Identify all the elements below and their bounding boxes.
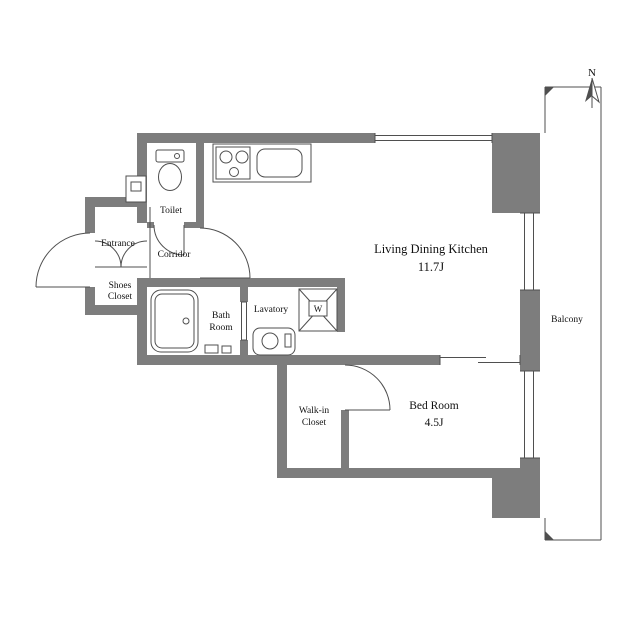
washbasin-icon bbox=[252, 327, 296, 356]
room-label-bath-2: Room bbox=[209, 323, 233, 333]
burner-icon bbox=[235, 150, 249, 164]
burner-icon bbox=[229, 167, 239, 177]
north-arrow-right-half bbox=[591, 77, 600, 104]
room-label-balcony: Balcony bbox=[551, 315, 583, 325]
toilet-icon bbox=[155, 149, 185, 191]
wall-left-above-door bbox=[85, 197, 95, 233]
bathtub-inner bbox=[154, 293, 195, 349]
room-label-walkin-1: Walk-in bbox=[299, 406, 330, 416]
north-label: N bbox=[588, 67, 596, 79]
wall-top bbox=[137, 133, 375, 143]
wall-walkin-left bbox=[277, 355, 287, 478]
entrance-door bbox=[35, 232, 91, 288]
north-arrow-left-half bbox=[585, 78, 592, 102]
room-label-ldk-size: 11.7J bbox=[418, 260, 444, 274]
north-arrow: N bbox=[585, 67, 600, 108]
bathtub-drain bbox=[182, 317, 190, 325]
washing-machine-icon: W bbox=[298, 288, 338, 332]
walkin-closet-door bbox=[344, 364, 391, 411]
room-label-shoes-closet-1: Shoes bbox=[109, 281, 132, 291]
room-label-shoes-closet-2: Closet bbox=[108, 292, 133, 302]
wall-toilet-right bbox=[196, 133, 204, 228]
corridor-ldk-door bbox=[199, 227, 251, 279]
room-label-bath-1: Bath bbox=[212, 311, 230, 321]
bathtub-icon bbox=[150, 289, 232, 354]
bath-door bbox=[241, 301, 247, 341]
wall-right-mid bbox=[520, 290, 540, 371]
shoes-closet-doors bbox=[94, 240, 148, 268]
wall-top-right-block bbox=[492, 133, 540, 213]
window-bedroom-right bbox=[520, 370, 540, 459]
toilet-tank bbox=[155, 149, 185, 163]
wall-bath-left bbox=[137, 278, 147, 365]
room-label-entrance: Entrance bbox=[101, 239, 135, 249]
balcony: Balcony bbox=[544, 86, 602, 541]
meter-box-inner bbox=[130, 181, 142, 192]
bathtub-outer bbox=[150, 289, 199, 353]
wall-mid-divider bbox=[137, 355, 440, 365]
toilet-bowl bbox=[158, 163, 182, 191]
wall-walkin-right-lower bbox=[341, 410, 349, 468]
wall-bath-lav-top bbox=[147, 278, 345, 287]
kitchen-counter-icon bbox=[212, 143, 312, 183]
wall-bath-doorstub-top bbox=[240, 287, 248, 302]
room-label-bedroom: Bed Room bbox=[409, 400, 459, 412]
room-label-corridor: Corridor bbox=[158, 250, 192, 260]
washer-label: W bbox=[314, 304, 323, 314]
wall-lav-right bbox=[337, 287, 345, 332]
room-label-toilet: Toilet bbox=[160, 206, 182, 216]
sliding-door-ldk-bedroom bbox=[439, 355, 521, 365]
washbasin-bowl bbox=[261, 332, 279, 350]
balcony-outline bbox=[544, 86, 602, 541]
balcony-partition-top bbox=[545, 87, 554, 96]
toilet-door bbox=[153, 224, 185, 256]
window-top bbox=[374, 133, 493, 143]
bath-counter bbox=[204, 344, 219, 354]
burner-icon bbox=[219, 150, 233, 164]
toilet-flush-button bbox=[174, 153, 180, 159]
room-label-bedroom-size: 4.5J bbox=[425, 417, 444, 429]
wall-bottom bbox=[277, 468, 540, 478]
wall-bath-doorstub-bottom bbox=[240, 340, 248, 355]
wall-toilet-doorstub-right bbox=[184, 222, 204, 228]
window-ldk-right bbox=[520, 212, 540, 291]
room-label-lavatory: Lavatory bbox=[254, 305, 289, 315]
washer-label-box bbox=[308, 300, 328, 317]
stove-icon bbox=[215, 146, 251, 180]
room-label-walkin-2: Closet bbox=[302, 418, 327, 428]
wall-shoes-bottom bbox=[85, 305, 147, 315]
washbasin-tap bbox=[284, 333, 292, 348]
wall-topleft-horizontal bbox=[85, 197, 147, 207]
wall-left-below-door bbox=[85, 287, 95, 315]
doors bbox=[35, 207, 391, 411]
meter-box bbox=[125, 175, 147, 203]
kitchen-sink-icon bbox=[256, 148, 303, 178]
counter-outline bbox=[212, 143, 312, 183]
room-label-ldk: Living Dining Kitchen bbox=[374, 242, 489, 256]
windows bbox=[374, 133, 540, 459]
room-labels: Toilet Entrance Corridor Shoes Closet Ba… bbox=[101, 206, 489, 429]
meter-box-icon bbox=[125, 175, 147, 203]
wall-right-lower bbox=[520, 458, 540, 468]
bath-faucet bbox=[221, 345, 232, 354]
washbasin-outline bbox=[252, 327, 296, 356]
balcony-partition-bottom bbox=[545, 531, 554, 540]
